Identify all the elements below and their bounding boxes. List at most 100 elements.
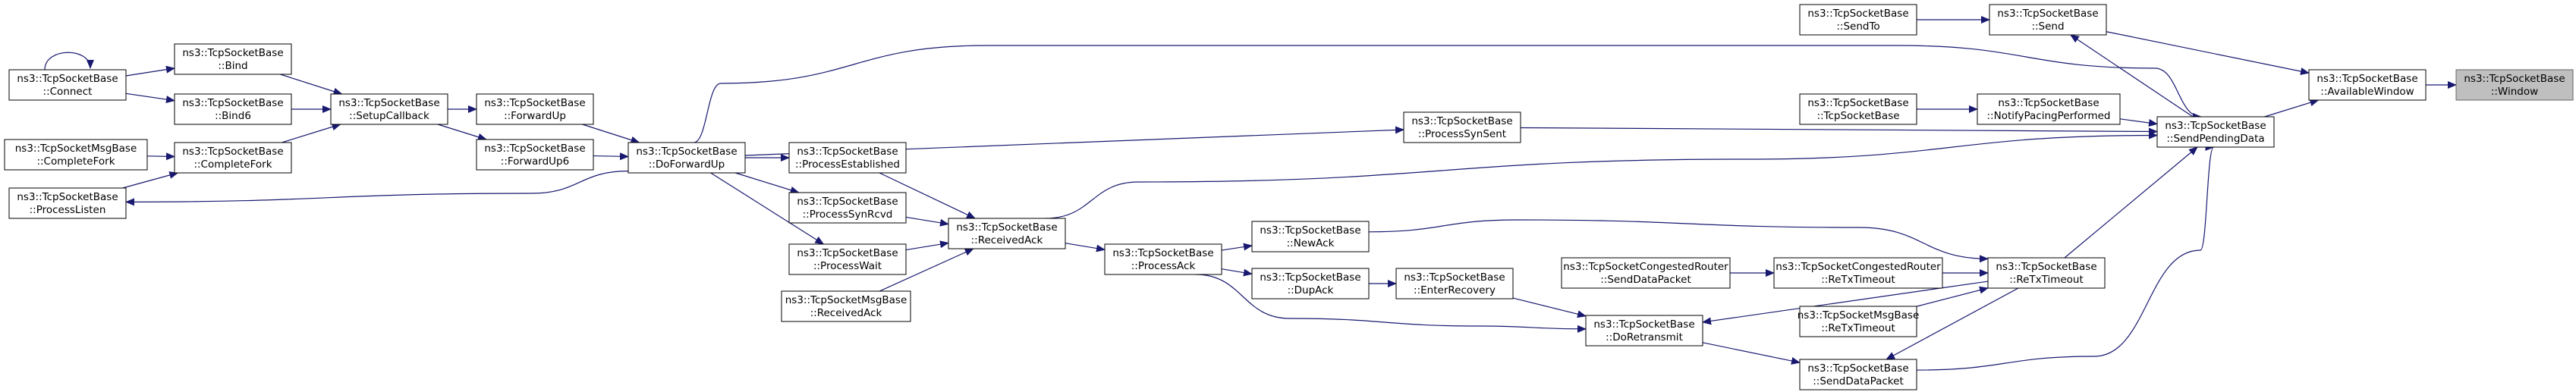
node-label-line1: ns3::TcpSocketBase (1593, 318, 1694, 331)
node-cr_rtxtimeout[interactable]: ns3::TcpSocketCongestedRouter::ReTxTimeo… (1773, 257, 1943, 289)
node-dupack[interactable]: ns3::TcpSocketBase::DupAck (1251, 268, 1370, 299)
node-processlisten[interactable]: ns3::TcpSocketBase::ProcessListen (8, 187, 127, 219)
edge-msgreceivedack-to-receivedack (879, 248, 974, 292)
node-label-line1: ns3::TcpSocketBase (636, 146, 737, 158)
node-box (1799, 4, 1917, 36)
node-box (2156, 116, 2275, 148)
node-box (948, 218, 1066, 249)
edge-processestablished-to-receivedack (879, 172, 976, 219)
node-label-line1: ns3::TcpSocketMsgBase (785, 294, 907, 306)
edge-completefork-to-setupcallback (282, 123, 341, 143)
node-connect[interactable]: ns3::TcpSocketBase::Connect (8, 69, 127, 101)
node-send[interactable]: ns3::TcpSocketBase::Send (1989, 4, 2107, 36)
node-window[interactable]: ns3::TcpSocketBase::Window (2455, 69, 2574, 101)
node-forwardup[interactable]: ns3::TcpSocketBase::ForwardUp (476, 93, 594, 125)
node-box (1799, 359, 1917, 390)
node-box (788, 142, 907, 174)
edge-msgcompletefork-to-completefork (146, 152, 175, 161)
node-setupcallback[interactable]: ns3::TcpSocketBase::SetupCallback (330, 93, 448, 125)
node-msgreceivedack[interactable]: ns3::TcpSocketMsgBase::ReceivedAck (781, 290, 911, 322)
node-box (2308, 69, 2427, 101)
node-notifypacing[interactable]: ns3::TcpSocketBase::NotifyPacingPerforme… (1977, 93, 2121, 125)
node-box (330, 93, 448, 125)
node-label-line2: ::DoRetransmit (1606, 331, 1683, 343)
edge-processack-to-doretransmit (1195, 274, 1587, 333)
node-sendpendingdata[interactable]: ns3::TcpSocketBase::SendPendingData (2156, 116, 2275, 148)
node-box (476, 139, 594, 171)
node-label-line2: ::NewAck (1287, 237, 1335, 249)
node-label-line2: ::ProcessListen (30, 204, 106, 216)
node-box (788, 192, 907, 224)
node-label-line1: ns3::TcpSocketBase (182, 47, 283, 59)
node-label-line2: ::SendDataPacket (1813, 375, 1904, 387)
node-label-line1: ns3::TcpSocketCongestedRouter (1563, 261, 1728, 273)
node-label-line2: ::ReTxTimeout (1821, 274, 1895, 286)
node-processestablished[interactable]: ns3::TcpSocketBase::ProcessEstablished (788, 142, 907, 174)
edge-processsynrcvd-to-receivedack (905, 216, 949, 227)
node-label-line1: ns3::TcpSocketBase (1260, 271, 1360, 284)
node-label-line1: ns3::TcpSocketMsgBase (15, 143, 137, 155)
node-label-line2: ::SendPendingData (2166, 133, 2264, 145)
node-label-line1: ns3::TcpSocketBase (17, 191, 118, 203)
edge-doretransmit-to-senddatapacket (1702, 342, 1801, 365)
node-box (627, 142, 746, 174)
node-label-line2: ::ProcessEstablished (795, 158, 900, 171)
node-label-line2: ::ForwardUp6 (501, 155, 569, 168)
node-label-line1: ns3::TcpSocketBase (2165, 120, 2266, 132)
node-doforwardup[interactable]: ns3::TcpSocketBase::DoForwardUp (627, 142, 746, 174)
edge-enterrecovery-to-doretransmit (1512, 297, 1587, 318)
node-completefork[interactable]: ns3::TcpSocketBase::CompleteFork (174, 142, 292, 174)
edge-connect-to-connect (44, 52, 94, 71)
node-bind[interactable]: ns3::TcpSocketBase::Bind (174, 43, 292, 75)
node-tcpsocketbase[interactable]: ns3::TcpSocketBase::TcpSocketBase (1799, 93, 1917, 125)
node-label-line2: ::CompleteFork (193, 158, 272, 171)
edge-doforwardup-to-processsynrcvd (735, 172, 800, 194)
node-label-line2: ::EnterRecovery (1414, 284, 1496, 296)
node-rtxtimeout[interactable]: ns3::TcpSocketBase::ReTxTimeout (1987, 257, 2106, 289)
node-label-line1: ns3::TcpSocketBase (484, 97, 585, 109)
node-enterrecovery[interactable]: ns3::TcpSocketBase::EnterRecovery (1395, 268, 1514, 299)
node-processsynsent[interactable]: ns3::TcpSocketBase::ProcessSynSent (1403, 111, 1521, 143)
edge-processack-to-dupack (1221, 268, 1253, 277)
node-availablewindow[interactable]: ns3::TcpSocketBase::AvailableWindow (2308, 69, 2427, 101)
node-label-line2: ::Bind (218, 60, 247, 72)
node-box (1773, 257, 1943, 289)
node-sendto[interactable]: ns3::TcpSocketBase::SendTo (1799, 4, 1917, 36)
node-label-line2: ::ProcessAck (1131, 260, 1196, 272)
node-box (8, 187, 127, 219)
node-forwardup6[interactable]: ns3::TcpSocketBase::ForwardUp6 (476, 139, 594, 171)
node-msgcompletefork[interactable]: ns3::TcpSocketMsgBase::CompleteFork (4, 139, 148, 171)
node-label-line1: ns3::TcpSocketBase (1404, 271, 1505, 284)
edge-processwait-to-receivedack (905, 240, 949, 251)
node-label-line2: ::SendTo (1836, 20, 1879, 33)
node-label-line1: ns3::TcpSocketBase (1998, 97, 2099, 109)
node-label-line2: ::ReTxTimeout (2009, 274, 2084, 286)
node-bind6[interactable]: ns3::TcpSocketBase::Bind6 (174, 93, 292, 125)
node-label-line1: ns3::TcpSocketBase (1807, 8, 1908, 20)
node-label-line1: ns3::TcpSocketBase (1112, 247, 1213, 259)
node-cr_senddatapacket[interactable]: ns3::TcpSocketCongestedRouter::SendDataP… (1561, 257, 1731, 289)
node-processsynrcvd[interactable]: ns3::TcpSocketBase::ProcessSynRcvd (788, 192, 907, 224)
node-processack[interactable]: ns3::TcpSocketBase::ProcessAck (1104, 243, 1222, 275)
node-label-line1: ns3::TcpSocketBase (956, 221, 1057, 234)
node-label-line1: ns3::TcpSocketBase (1411, 115, 1512, 127)
node-newack[interactable]: ns3::TcpSocketBase::NewAck (1251, 221, 1370, 252)
node-processwait[interactable]: ns3::TcpSocketBase::ProcessWait (788, 243, 907, 275)
node-receivedack[interactable]: ns3::TcpSocketBase::ReceivedAck (948, 218, 1066, 249)
edge-sendpendingdata-to-availablewindow (2264, 99, 2320, 118)
node-label-line2: ::ProcessWait (813, 260, 882, 272)
edge-doforwardup-to-processlisten (125, 171, 629, 206)
node-box (1989, 4, 2107, 36)
edge-doforwardup-to-processwait (710, 172, 825, 245)
node-box (1799, 93, 1917, 125)
node-label-line2: ::ReTxTimeout (1821, 322, 1895, 334)
node-box (4, 139, 148, 171)
node-doretransmit[interactable]: ns3::TcpSocketBase::DoRetransmit (1585, 315, 1703, 347)
node-msg_rtxtimeout[interactable]: ns3::TcpSocketMsgBase::ReTxTimeout (1798, 306, 1920, 337)
node-senddatapacket[interactable]: ns3::TcpSocketBase::SendDataPacket (1799, 359, 1917, 390)
edge-connect-to-bind (125, 65, 175, 77)
node-box (1395, 268, 1514, 299)
node-box (1403, 111, 1521, 143)
node-label-line2: ::SetupCallback (349, 110, 429, 122)
